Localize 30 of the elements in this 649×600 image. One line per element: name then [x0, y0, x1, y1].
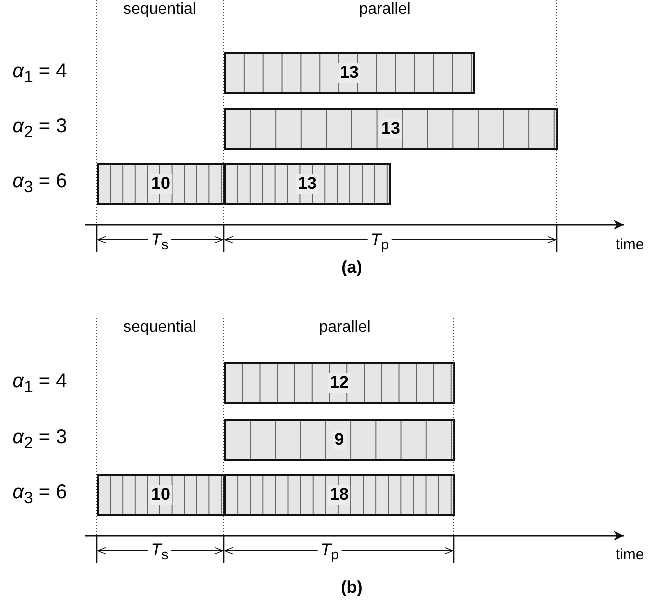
- panel-caption: (a): [342, 258, 362, 278]
- task-count: 10: [150, 485, 172, 505]
- task-bar: [224, 108, 558, 150]
- task-count: 10: [150, 174, 172, 194]
- axis-label: time: [616, 236, 644, 254]
- task-bar: [224, 474, 455, 516]
- column-heading: sequential: [124, 319, 196, 337]
- column-heading: parallel: [359, 1, 411, 19]
- task-bar: [224, 163, 391, 205]
- row-label: α$_{3}$ = 6: [12, 170, 68, 198]
- task-count: 18: [328, 485, 351, 505]
- row-label: α$_{1}$ = 4: [12, 60, 68, 88]
- task-count: 9: [332, 430, 346, 450]
- task-count: 13: [296, 174, 319, 194]
- row-label: α$_{2}$ = 3: [12, 116, 68, 142]
- row-label: α$_{2}$ = 3: [12, 426, 68, 454]
- task-bar: [224, 52, 475, 94]
- task-bar: [97, 163, 225, 205]
- row-label: α$_{3}$ = 6: [12, 482, 68, 508]
- task-count: 12: [328, 373, 351, 393]
- panel-caption: (b): [341, 578, 363, 598]
- axis-label: time: [616, 546, 644, 564]
- column-heading: sequential: [124, 1, 196, 19]
- row-label: α$_{1}$ = 4: [12, 370, 68, 398]
- task-count: 13: [338, 63, 361, 83]
- task-count: 13: [380, 119, 402, 139]
- task-bar: [97, 474, 225, 516]
- task-bar: [224, 419, 455, 461]
- column-heading: parallel: [319, 319, 371, 337]
- task-bar: [224, 362, 455, 404]
